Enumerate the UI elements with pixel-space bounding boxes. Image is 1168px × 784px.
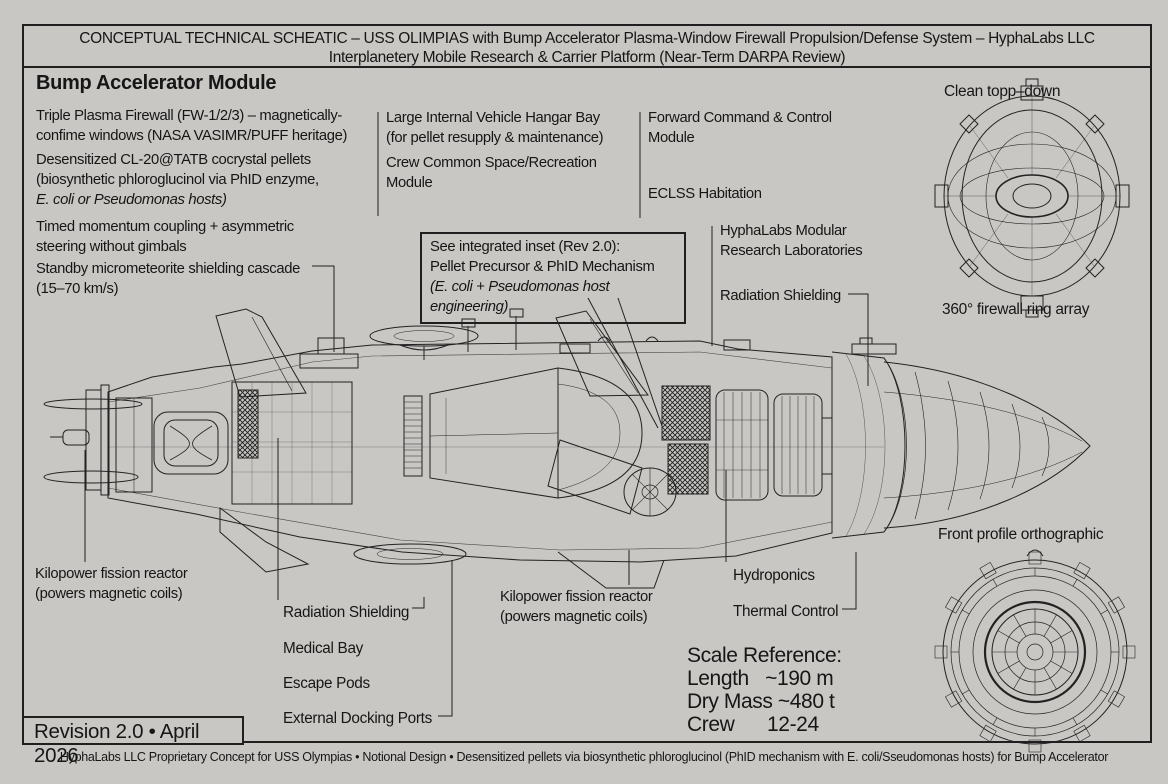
leader-shielding-cascade <box>312 265 335 352</box>
label-momentum-coupling: Timed momentum coupling + asymmetric ste… <box>36 219 294 255</box>
leader-thermal-control <box>842 552 857 610</box>
caption-front-profile: Front profile orthographic <box>938 526 1104 543</box>
dorsal-fin-mid <box>555 310 649 397</box>
nose-cowl <box>831 337 907 539</box>
inset-line-2: Pellet Precursor & PhID Mechanism <box>430 259 655 275</box>
inset-line-3: (E. coli + Pseudomonas host engineering) <box>430 279 610 315</box>
leader-radiation-shielding-tick <box>412 597 425 609</box>
tail-engine-assembly <box>43 384 143 496</box>
scale-reference: Scale Reference: Length ~190 m Dry Mass … <box>687 644 842 736</box>
label-radiation-shielding-right: Radiation Shielding <box>720 288 841 304</box>
dorsal-fin-aft <box>215 308 307 398</box>
section-heading: Bump Accelerator Module <box>36 72 277 94</box>
caption-ring-array: 360° firewall ring array <box>942 301 1090 318</box>
dish-antenna <box>369 325 479 360</box>
label-fwd-command: Forward Command & Control Module <box>648 110 832 146</box>
footer-note: HyphaLabs LLC Proprietary Concept for US… <box>59 750 1109 764</box>
label-kilopower-left: Kilopower fission reactor (powers magnet… <box>35 566 188 602</box>
revision-box: Revision 2.0 • April 2026 <box>22 716 244 767</box>
inset-line-1: See integrated inset (Rev 2.0): <box>430 239 620 255</box>
label-pellets-main: Desensitized CL-20@TATB cocrystal pellet… <box>36 152 319 188</box>
title-line-2: Interplanetery Mobile Research & Carrier… <box>328 49 846 66</box>
leader-radiation-shielding-right <box>848 293 869 386</box>
title-line-1: CONCEPTUAL TECHNICAL SCHEATIC – USS OLIM… <box>79 30 1095 47</box>
ventral-fin-aft <box>219 507 310 573</box>
label-thermal-control: Thermal Control <box>733 603 839 620</box>
label-hangar-bay: Large Internal Vehicle Hangar Bay (for p… <box>386 110 604 146</box>
topside-details <box>299 308 751 369</box>
label-hydroponics: Hydroponics <box>733 567 815 584</box>
front-profile-view <box>934 549 1136 753</box>
label-crew-space: Crew Common Space/Recreation Module <box>386 155 597 191</box>
ship-cutaway-drawing <box>43 308 1091 589</box>
label-research-labs: HyphaLabs Modular Research Laboratories <box>720 223 863 259</box>
title-block: CONCEPTUAL TECHNICAL SCHEATIC – USS OLIM… <box>22 24 1152 68</box>
leader-inset-pointer-b <box>617 297 663 427</box>
label-escape-pods: Escape Pods <box>283 675 370 692</box>
label-kilopower-mid: Kilopower fission reactor (powers magnet… <box>500 589 653 625</box>
label-pellets: Desensitized CL-20@TATB cocrystal pellet… <box>36 150 319 210</box>
leader-inset-pointer-a <box>587 297 659 429</box>
inset-callout-box: See integrated inset (Rev 2.0): Pellet P… <box>420 232 686 324</box>
label-eclss: ECLSS Habitation <box>648 186 762 202</box>
ventral-fin-mid <box>557 551 665 589</box>
label-docking-ports: External Docking Ports <box>283 710 432 727</box>
leader-docking-ports <box>438 560 453 717</box>
nose-cone <box>883 361 1091 529</box>
label-pellets-hosts: E. coli or Pseudomonas hosts) <box>36 192 227 208</box>
label-shielding-cascade: Standby micrometeorite shielding cascade… <box>36 261 300 297</box>
label-medical-bay: Medical Bay <box>283 640 364 657</box>
ventral-pod <box>353 543 467 565</box>
internal-machinery <box>115 367 833 517</box>
caption-topdown: Clean topp–down <box>944 83 1061 100</box>
label-plasma-firewall: Triple Plasma Firewall (FW-1/2/3) – magn… <box>36 108 348 144</box>
topdown-view <box>934 78 1130 318</box>
label-radiation-shielding-bottom: Radiation Shielding <box>283 604 410 621</box>
leader-lines <box>84 112 869 717</box>
